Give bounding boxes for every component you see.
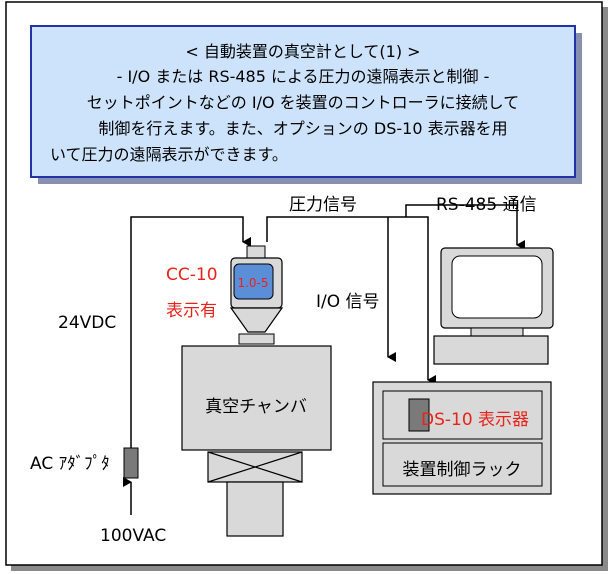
valve-cross-b: [207, 451, 303, 483]
gauge-screen: [233, 263, 274, 300]
pressure-signal-line: [266, 216, 436, 385]
chamber-label: 真空チャンバ: [205, 397, 307, 417]
ac-adapter-label: AC ｱﾀﾞﾌﾟﾀ: [30, 454, 110, 474]
v24dc-label: 24VDC: [58, 313, 116, 333]
cc10-gauge: 1.0-5: [229, 245, 284, 345]
ds10-label: DS-10 表示器: [421, 410, 529, 430]
pressure-signal-label: 圧力信号: [289, 195, 357, 215]
rs485-label: RS-485 通信: [436, 195, 537, 215]
gauge-reading: 1.0-5: [237, 276, 268, 290]
ds10-display-icon: [408, 398, 430, 432]
gauge-neck: [229, 307, 284, 333]
computer-base: [433, 335, 549, 365]
info-title: < 自動装置の真空計として(1) >: [185, 42, 420, 61]
info-subtitle: - I/O または RS-485 による圧力の遠隔表示と制御 -: [117, 67, 490, 86]
info-line-3: セットポイントなどの I/O を装置のコントローラに接続して: [87, 93, 519, 112]
ac-adapter-icon: [123, 447, 139, 479]
vacuum-chamber: [181, 345, 332, 451]
signal-lines: [123, 204, 525, 515]
io-signal-label: I/O 信号: [316, 292, 380, 312]
rs485-line: [405, 204, 525, 250]
cc10-label: CC-10: [166, 265, 218, 285]
power-line: [130, 216, 251, 448]
info-line-4: 制御を行えます。また、オプションの DS-10 表示器を用: [98, 119, 507, 138]
info-line-5: いて圧力の遠隔表示ができます。: [50, 145, 288, 164]
display-present-label: 表示有: [166, 301, 217, 321]
rack-lower-panel: [382, 442, 543, 487]
info-box: [30, 25, 576, 178]
rack-label: 装置制御ラック: [403, 460, 522, 480]
pump: [226, 481, 284, 537]
monitor-stand: [470, 327, 524, 337]
monitor-screen: [451, 255, 543, 319]
v100ac-label: 100VAC: [100, 526, 166, 546]
gauge-connector: [246, 245, 266, 259]
gauge-flange: [238, 333, 275, 345]
computer: [433, 247, 554, 365]
